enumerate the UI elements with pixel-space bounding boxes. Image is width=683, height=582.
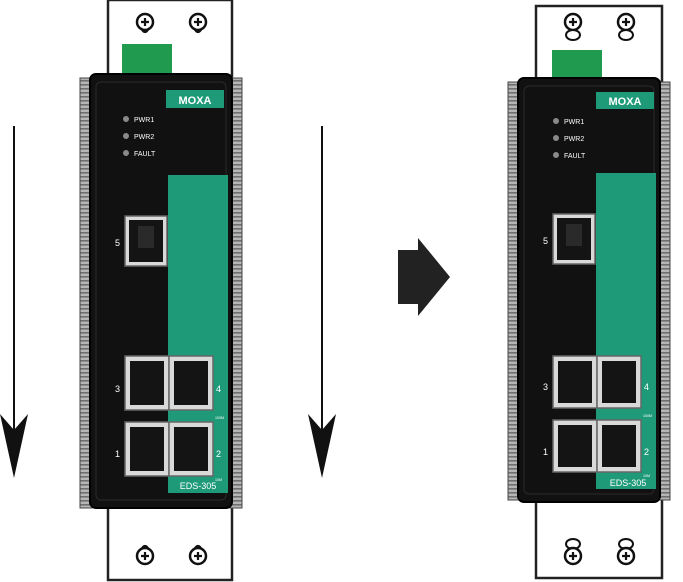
port-number: 4	[644, 382, 649, 392]
led-pwr1	[553, 118, 559, 124]
screw-icon	[563, 538, 583, 566]
model-label: EDS-305	[610, 478, 647, 488]
led-pwr2	[123, 133, 129, 139]
led-label: FAULT	[564, 153, 586, 160]
led-label: PWR1	[564, 119, 584, 126]
screw-icon	[135, 544, 155, 566]
ethernet-port-4	[596, 355, 642, 409]
speed-label: 100M	[215, 416, 224, 420]
speed-label: 100M	[643, 414, 652, 418]
bottom-mounting-bracket	[534, 496, 664, 580]
led-indicators: PWR1 PWR2 FAULT	[553, 118, 586, 160]
port-number: 1	[543, 447, 548, 457]
led-label: PWR1	[134, 117, 154, 124]
port-number: 2	[644, 447, 649, 457]
screw-icon	[616, 538, 636, 566]
ethernet-port-5	[124, 215, 168, 267]
port-number: 3	[115, 384, 120, 394]
right-arrow-icon	[398, 238, 450, 316]
screw-icon	[563, 12, 583, 41]
ethernet-port-3	[124, 355, 170, 411]
ethernet-port-5	[552, 213, 596, 265]
device-left: MOXA PWR1 PWR2 FAULT 5 3 4	[79, 0, 243, 582]
led-label: PWR2	[134, 134, 154, 141]
down-arrow-icon	[308, 126, 336, 478]
port-number: 1	[115, 449, 120, 459]
port-number: 2	[216, 449, 221, 459]
screw-icon	[135, 12, 155, 34]
port-number: 5	[543, 236, 548, 246]
speed-label: 10M	[643, 474, 650, 478]
ethernet-port-3	[552, 355, 598, 409]
din-rail-latch	[552, 50, 602, 80]
ethernet-port-2	[168, 421, 214, 477]
led-pwr1	[123, 116, 129, 122]
port-number: 3	[543, 382, 548, 392]
ethernet-port-1	[552, 419, 598, 473]
screw-icon	[616, 12, 636, 41]
brand-logo-plate	[166, 90, 224, 108]
brand-logo: MOXA	[609, 96, 642, 108]
ethernet-port-2	[596, 419, 642, 473]
ethernet-port-4	[168, 355, 214, 411]
bottom-mounting-bracket	[106, 502, 234, 582]
led-pwr2	[553, 135, 559, 141]
led-label: PWR2	[564, 136, 584, 143]
ethernet-port-1	[124, 421, 170, 477]
led-fault	[553, 152, 559, 158]
down-arrow-icon	[0, 126, 28, 478]
brand-logo-plate	[596, 92, 654, 109]
device-right: MOXA PWR1 PWR2 FAULT 5 3 4	[507, 4, 671, 580]
led-label: FAULT	[134, 151, 156, 158]
port-number: 4	[216, 384, 221, 394]
screw-icon	[188, 544, 208, 566]
port-number: 5	[115, 238, 120, 248]
din-rail-latch	[122, 44, 172, 78]
led-fault	[123, 150, 129, 156]
model-label: EDS-305	[180, 481, 217, 491]
brand-logo: MOXA	[179, 95, 212, 107]
led-indicators: PWR1 PWR2 FAULT	[123, 116, 156, 158]
speed-label: 10M	[215, 478, 222, 482]
screw-icon	[188, 12, 208, 34]
